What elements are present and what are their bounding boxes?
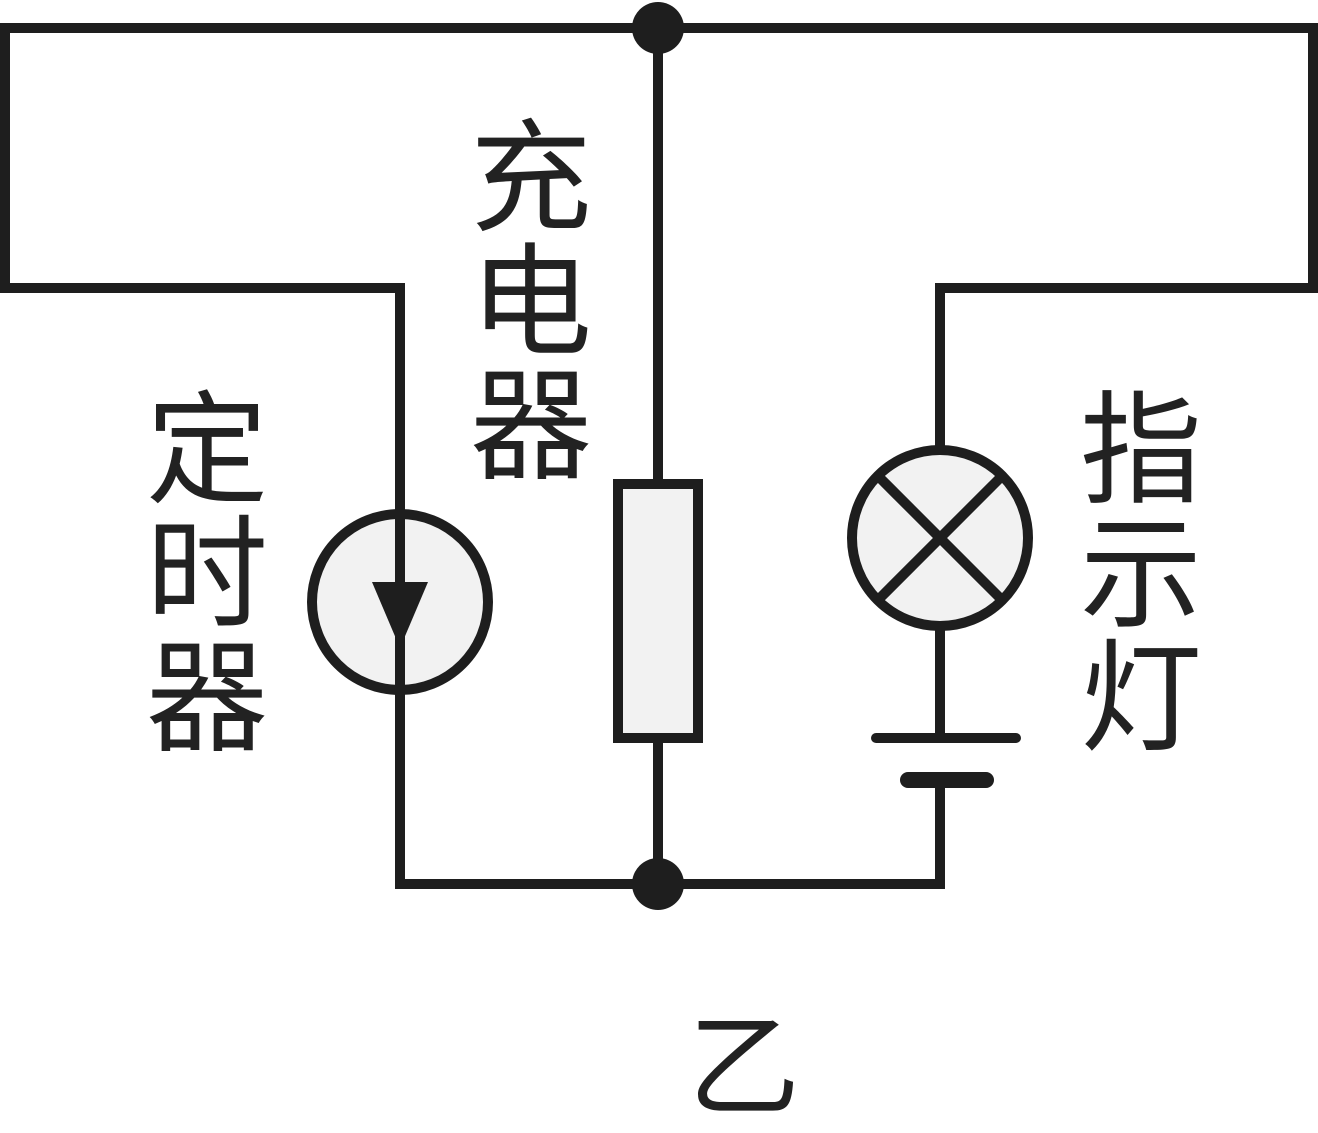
timer-source — [307, 509, 493, 695]
timer-label-char: 定 — [146, 380, 268, 522]
wire-battery-bottom — [658, 780, 945, 889]
indicator-label: 指 示 灯 — [1080, 390, 1202, 762]
down-arrow-icon — [372, 582, 428, 648]
wire-left-loop — [0, 23, 658, 889]
timer-label-char: 器 — [146, 628, 268, 770]
timer-label-char: 时 — [146, 504, 268, 646]
charger-label: 充 电 器 — [470, 118, 592, 490]
wire-right-loop — [658, 23, 1318, 448]
indicator-label-char: 示 — [1080, 504, 1202, 646]
charger-label-char: 充 — [470, 108, 592, 250]
timer-label: 定 时 器 — [146, 390, 268, 762]
indicator-lamp — [847, 445, 1033, 631]
wires — [0, 23, 1318, 889]
figure-caption-text: 乙 — [688, 1003, 800, 1133]
charger-label-char: 电 — [470, 232, 592, 374]
junction-bottom — [632, 858, 684, 910]
battery-icon — [871, 733, 1021, 788]
charger-resistor — [613, 479, 703, 743]
indicator-label-char: 灯 — [1080, 628, 1202, 770]
charger-label-char: 器 — [470, 356, 592, 498]
figure-caption: 乙 — [688, 1012, 800, 1124]
lamp-cross-b — [874, 472, 1006, 604]
junction-top — [632, 2, 684, 54]
indicator-label-char: 指 — [1080, 380, 1202, 522]
